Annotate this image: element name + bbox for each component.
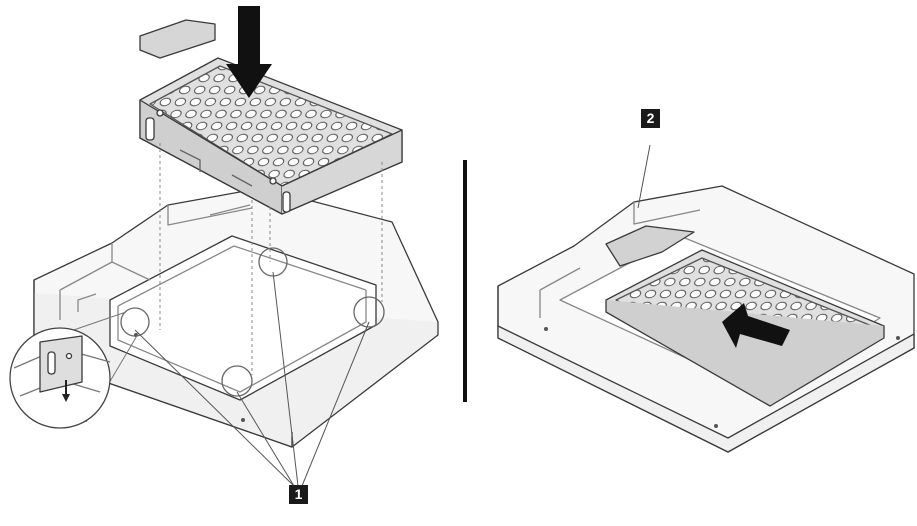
down-arrow-icon <box>226 6 272 98</box>
magnified-inset <box>9 311 139 429</box>
left-assembly <box>9 19 439 489</box>
right-arrow-icon <box>722 303 790 348</box>
alignment-guides <box>159 143 383 375</box>
callout-1: 1 <box>289 485 308 504</box>
callout-2: 2 <box>641 109 660 128</box>
callout-1-leaders <box>134 271 370 489</box>
adapter-bay-left <box>33 187 439 448</box>
drive-tray-left <box>139 19 403 215</box>
right-assembly <box>497 144 915 453</box>
